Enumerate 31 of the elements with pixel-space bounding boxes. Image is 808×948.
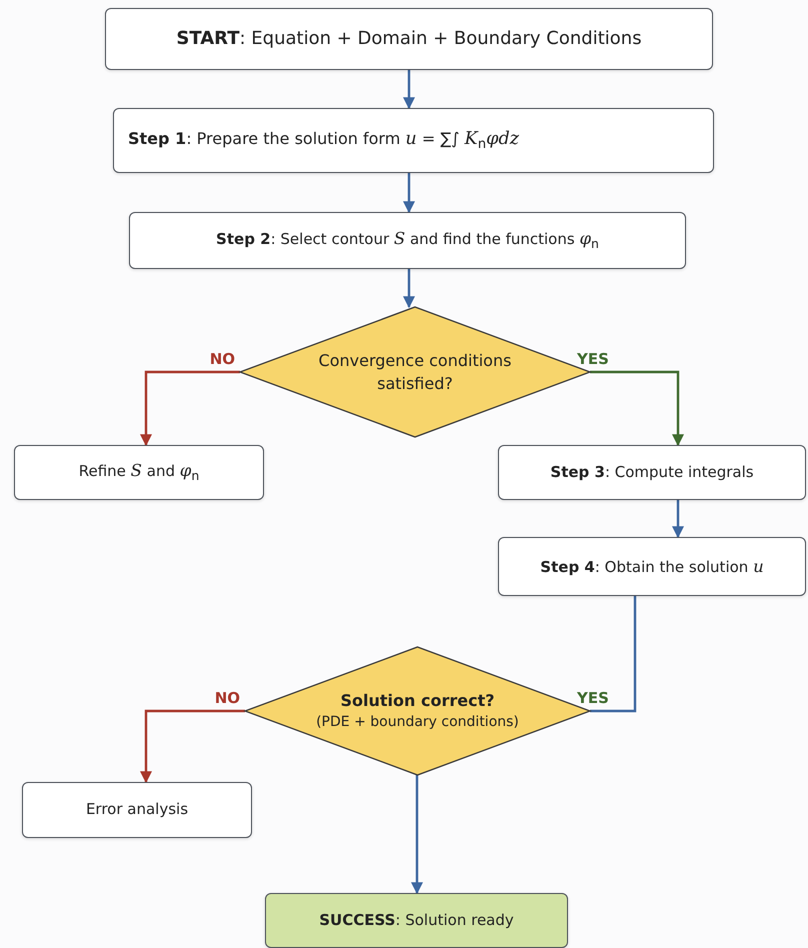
- box-label: Step 3: Compute integrals: [550, 462, 754, 483]
- box-label: Step 2: Select contour S and find the functions φ$_{n}$: [216, 228, 599, 254]
- arrow: [403, 173, 415, 214]
- arrow: [403, 70, 415, 110]
- box-label: START: Equation + Domain + Boundary Conditions: [176, 26, 642, 51]
- edge-label: NO: [208, 350, 236, 368]
- start-box: [105, 8, 713, 70]
- box-label: Step 4: Obtain the solution u: [540, 556, 764, 578]
- process-box: [14, 445, 264, 500]
- arrow: [140, 710, 245, 784]
- end-box: [265, 893, 568, 948]
- decision-question: Convergence conditions satisfied?: [318, 350, 512, 395]
- arrow: [411, 775, 423, 894]
- process-box: [22, 782, 252, 838]
- edge-label: YES: [576, 689, 610, 707]
- arrow: [403, 269, 415, 308]
- process-box: [113, 108, 714, 173]
- process-box: [498, 445, 806, 500]
- arrow: [590, 370, 684, 446]
- edge-label: YES: [576, 350, 610, 368]
- box-label: SUCCESS: Solution ready: [319, 910, 514, 931]
- decision-question: Solution correct?: [340, 690, 494, 712]
- arrow: [140, 370, 240, 446]
- arrow: [672, 500, 684, 538]
- box-label: Step 1: Prepare the solution form u = ∑∫ K$_{n}$φdz: [128, 128, 519, 154]
- box-label: Error analysis: [86, 799, 188, 820]
- process-box: [129, 212, 686, 269]
- edge-label: NO: [214, 689, 241, 707]
- process-box: [498, 537, 806, 596]
- decision-note: (PDE + boundary conditions): [316, 713, 519, 732]
- box-label: Refine S and φ$_{n}$: [78, 460, 200, 486]
